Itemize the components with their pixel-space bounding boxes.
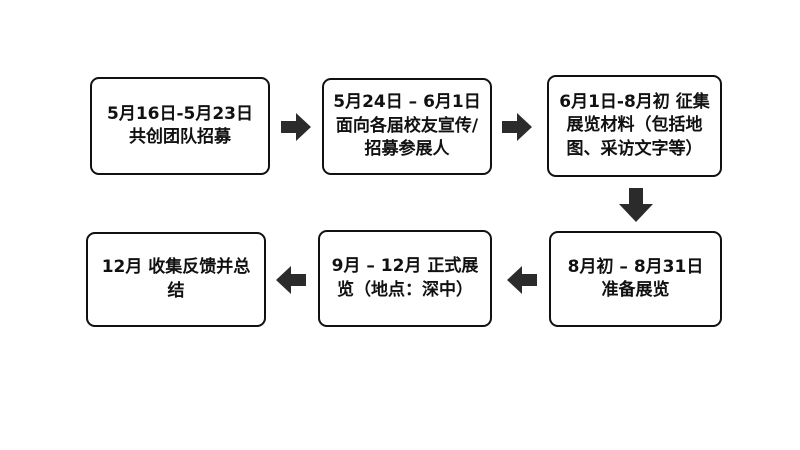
step-box-formal-exhibition: 9月 – 12月 正式展览（地点：深中） — [318, 230, 492, 327]
step-box-feedback-summary: 12月 收集反馈并总结 — [86, 232, 266, 327]
step-box-prepare-exhibition: 8月初 – 8月31日 准备展览 — [549, 231, 722, 327]
arrow-right-icon — [502, 112, 532, 142]
arrow-left-icon — [507, 265, 537, 295]
step-text: 8月初 – 8月31日 准备展览 — [567, 256, 704, 300]
step-text: 12月 收集反馈并总结 — [101, 257, 251, 301]
step-text: 9月 – 12月 正式展览（地点：深中） — [331, 256, 479, 300]
arrow-down-icon — [619, 188, 653, 222]
step-text: 5月24日 – 6月1日 面向各届校友宣传/招募参展人 — [333, 92, 481, 160]
step-box-collect-materials: 6月1日-8月初 征集展览材料（包括地图、采访文字等） — [547, 75, 722, 177]
step-box-recruit-team: 5月16日-5月23日 共创团队招募 — [90, 77, 270, 175]
step-box-alumni-outreach: 5月24日 – 6月1日 面向各届校友宣传/招募参展人 — [322, 78, 492, 175]
arrow-right-icon — [281, 112, 311, 142]
step-text: 6月1日-8月初 征集展览材料（包括地图、采访文字等） — [559, 91, 710, 159]
step-text: 5月16日-5月23日 共创团队招募 — [106, 103, 254, 147]
arrow-left-icon — [276, 265, 306, 295]
